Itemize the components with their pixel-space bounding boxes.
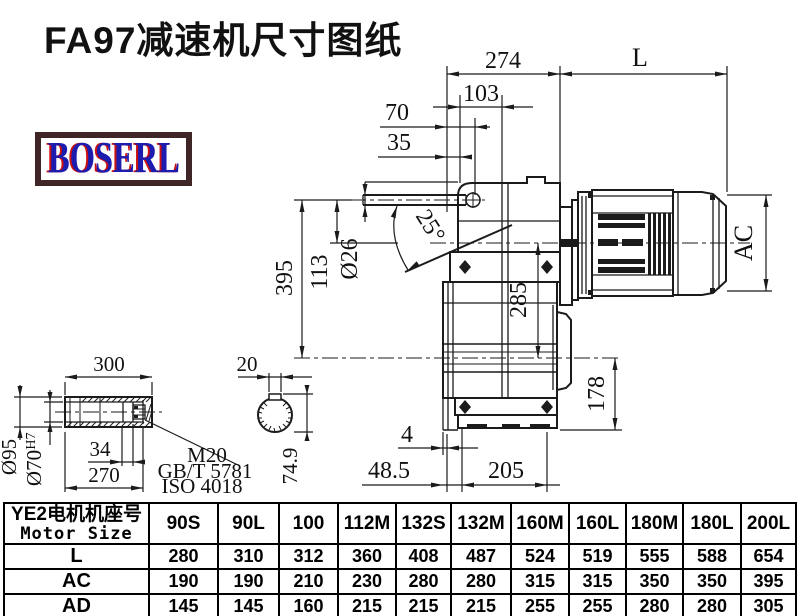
dim-205: 205 <box>488 458 524 484</box>
column-header: 180L <box>682 502 742 545</box>
column-header: 160M <box>510 502 570 545</box>
table-cell: 305 <box>740 593 797 616</box>
dim-70: 70 <box>385 100 409 126</box>
brand-logo-text-shadow: BOSERL <box>46 138 178 180</box>
dim-angle: 25° <box>410 205 450 247</box>
brand-logo-text: BOSERL <box>48 138 180 180</box>
dim-270: 270 <box>88 463 120 487</box>
table-cell: 408 <box>395 543 452 570</box>
table-cell: 160 <box>278 593 339 616</box>
table-cell: 360 <box>337 543 397 570</box>
table-cell: 145 <box>217 593 280 616</box>
row-label: AD <box>3 593 150 616</box>
table-cell: 310 <box>217 543 280 570</box>
dim-4: 4 <box>401 422 413 448</box>
row-label: AC <box>3 568 150 595</box>
table-cell: 215 <box>395 593 452 616</box>
dim-48-5: 48.5 <box>368 458 410 484</box>
column-header: 112M <box>337 502 397 545</box>
column-header: 132M <box>450 502 512 545</box>
table-cell: 280 <box>148 543 219 570</box>
table-cell: 255 <box>568 593 627 616</box>
brand-logo-svg: BOSERL BOSERL <box>46 138 180 180</box>
hollow-shaft-detail: 300 Ø95 Ø70 H7 34 270 M20 GB/T 5781 ISO … <box>0 352 252 498</box>
table-cell: 350 <box>625 568 684 595</box>
table-cell: 350 <box>682 568 742 595</box>
dim-113: 113 <box>307 254 333 289</box>
table-cell: 215 <box>450 593 512 616</box>
row-label: L <box>3 543 150 570</box>
table-cell: 519 <box>568 543 627 570</box>
shaft-section-detail: 20 74.9 <box>237 352 313 485</box>
table-cell: 215 <box>337 593 397 616</box>
table-cell: 280 <box>450 568 512 595</box>
brand-logo: BOSERL BOSERL <box>35 132 192 186</box>
table-cell: 315 <box>510 568 570 595</box>
label-standard-gb: GB/T 5781 <box>158 459 253 483</box>
dim-274: 274 <box>485 48 521 74</box>
dim-20: 20 <box>237 352 258 376</box>
table-cell: 145 <box>148 593 219 616</box>
table-cell: 487 <box>450 543 512 570</box>
column-header: 180M <box>625 502 684 545</box>
dim-L: L <box>632 43 648 72</box>
dim-70-tol: H7 <box>24 432 39 449</box>
table-cell: 255 <box>510 593 570 616</box>
page-title: FA97减速机尺寸图纸 <box>44 20 403 61</box>
dim-70-bore: Ø70 <box>22 450 46 486</box>
dim-178: 178 <box>584 376 610 412</box>
table-cell: 210 <box>278 568 339 595</box>
column-header: 160L <box>568 502 627 545</box>
column-header: 132S <box>395 502 452 545</box>
dim-95: Ø95 <box>0 439 21 475</box>
dim-34: 34 <box>90 437 112 461</box>
table-cell: 315 <box>568 568 627 595</box>
dim-35: 35 <box>387 130 411 156</box>
dim-103: 103 <box>463 81 499 107</box>
table-cell: 190 <box>148 568 219 595</box>
table-cell: 280 <box>682 593 742 616</box>
table-cell: 555 <box>625 543 684 570</box>
table-cell: 395 <box>740 568 797 595</box>
column-header: 90L <box>217 502 280 545</box>
column-header: 200L <box>740 502 797 545</box>
table-cell: 654 <box>740 543 797 570</box>
table-cell: 190 <box>217 568 280 595</box>
table-cell: 588 <box>682 543 742 570</box>
table-cell: 280 <box>625 593 684 616</box>
label-standard-iso: ISO 4018 <box>161 474 242 498</box>
dim-300: 300 <box>93 352 125 376</box>
dim-26: Ø26 <box>337 238 363 279</box>
table-cell: 312 <box>278 543 339 570</box>
table-cell: 280 <box>395 568 452 595</box>
column-header: 100 <box>278 502 339 545</box>
dim-74-9: 74.9 <box>278 448 302 485</box>
table-cell: 524 <box>510 543 570 570</box>
dim-395: 395 <box>272 260 298 296</box>
dim-285: 285 <box>506 282 532 318</box>
dim-AC: AC <box>729 225 758 261</box>
column-header: 90S <box>148 502 219 545</box>
label-bolt: M20 <box>187 443 227 467</box>
table-cell: 230 <box>337 568 397 595</box>
